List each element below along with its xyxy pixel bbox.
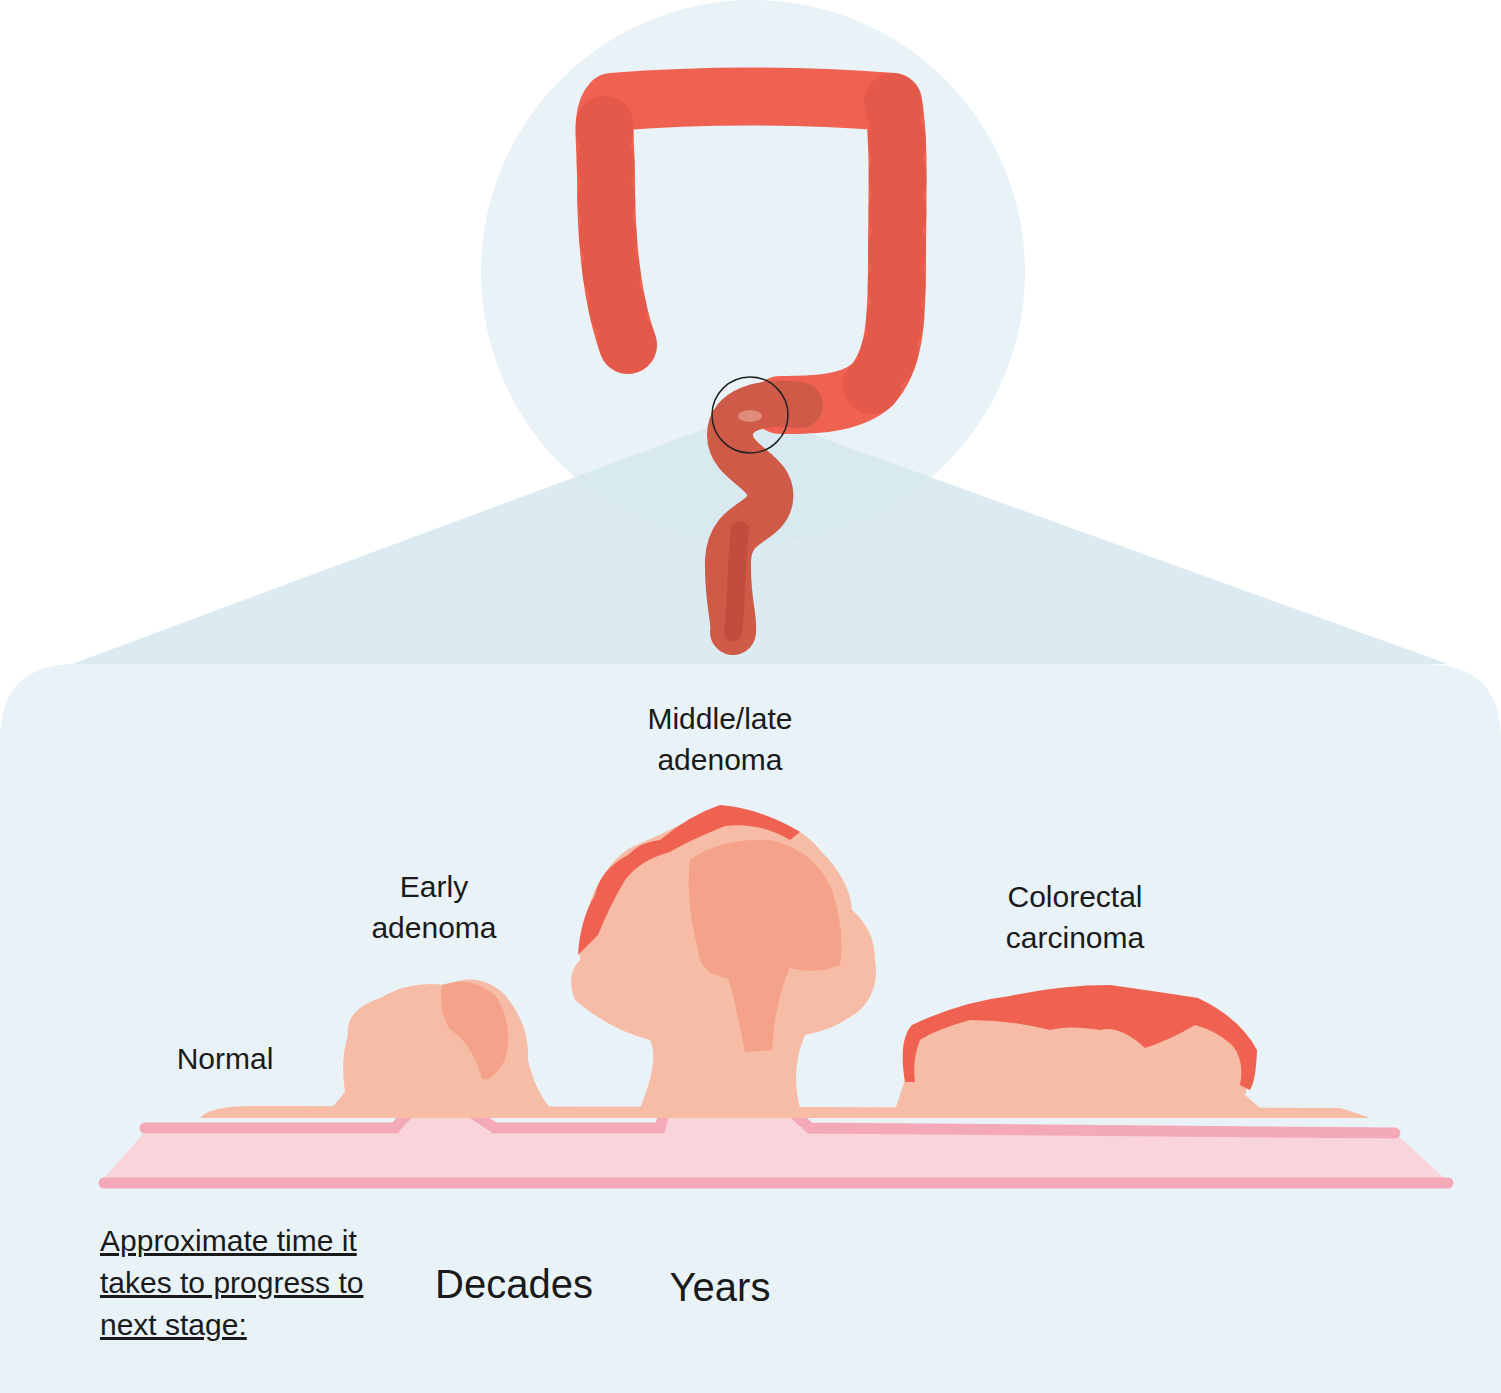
base-line: [104, 1178, 1448, 1189]
stage-label: Normal: [125, 1038, 325, 1079]
time-value: Decades: [404, 1260, 624, 1308]
stage-label: Early adenoma: [344, 866, 524, 949]
early-adenoma-core: [441, 982, 508, 1080]
magnifier-ring: [712, 377, 788, 453]
stage-label: Colorectal carcinoma: [975, 876, 1175, 959]
middle-adenoma-rim: [578, 805, 800, 955]
middle-adenoma-core: [689, 840, 842, 1052]
middle-adenoma: [571, 811, 876, 1108]
detail-panel: [0, 664, 1501, 1393]
colon: [605, 97, 898, 632]
timeline-heading: Approximate time it takes to progress to…: [100, 1220, 390, 1346]
early-adenoma: [330, 979, 550, 1110]
time-value: Years: [620, 1263, 820, 1311]
stage-label: Middle/late adenoma: [615, 698, 825, 781]
carcinoma-rim: [903, 985, 1257, 1090]
